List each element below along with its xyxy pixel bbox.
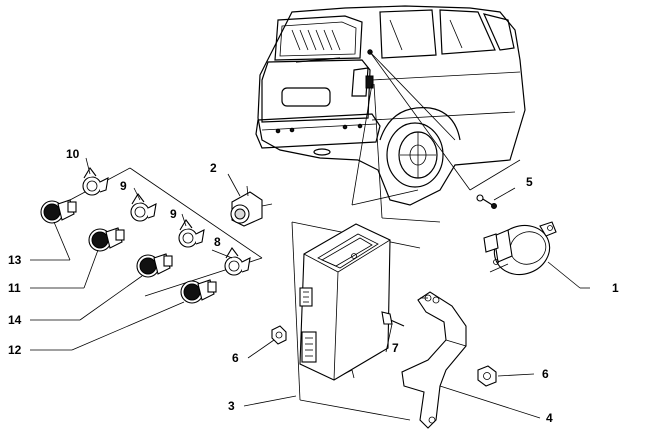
callout-7: 7 xyxy=(392,341,399,355)
wiring-connector-part xyxy=(230,185,273,227)
sensor-11 xyxy=(88,227,125,252)
callout-9b: 9 xyxy=(170,207,177,221)
callout-leaders xyxy=(30,157,590,419)
callout-12: 12 xyxy=(8,343,22,357)
screw-part-5 xyxy=(476,194,497,209)
callout-14: 14 xyxy=(8,313,22,327)
callout-labels: 1 2 3 4 5 6 6 7 8 9 9 10 11 12 13 14 xyxy=(8,147,619,425)
sensor-13 xyxy=(40,199,77,224)
callout-6b: 6 xyxy=(542,367,549,381)
relation-lines xyxy=(69,51,521,421)
callout-10: 10 xyxy=(66,147,80,161)
callout-8: 8 xyxy=(214,235,221,249)
sensor-holder-9b xyxy=(178,219,205,248)
nut-part-6b xyxy=(477,365,497,387)
callout-4: 4 xyxy=(546,411,553,425)
sensor-14 xyxy=(136,253,173,278)
vehicle-rear-illustration xyxy=(255,5,526,206)
sensor-holder-8 xyxy=(224,247,251,276)
nut-part-6a xyxy=(271,325,287,345)
callout-6a: 6 xyxy=(232,351,239,365)
sensor-holder-10 xyxy=(82,167,109,196)
sensor-holder-9a xyxy=(130,193,157,222)
callout-11: 11 xyxy=(8,281,21,295)
callout-3: 3 xyxy=(228,399,235,413)
callout-13: 13 xyxy=(8,253,22,267)
mounting-bracket-part xyxy=(401,291,467,429)
buzzer-part xyxy=(483,221,557,276)
callout-5: 5 xyxy=(526,175,533,189)
callout-2: 2 xyxy=(210,161,217,175)
control-unit-part xyxy=(299,223,391,381)
sensor-12 xyxy=(180,279,217,304)
callout-1: 1 xyxy=(612,281,619,295)
callout-9a: 9 xyxy=(120,179,127,193)
